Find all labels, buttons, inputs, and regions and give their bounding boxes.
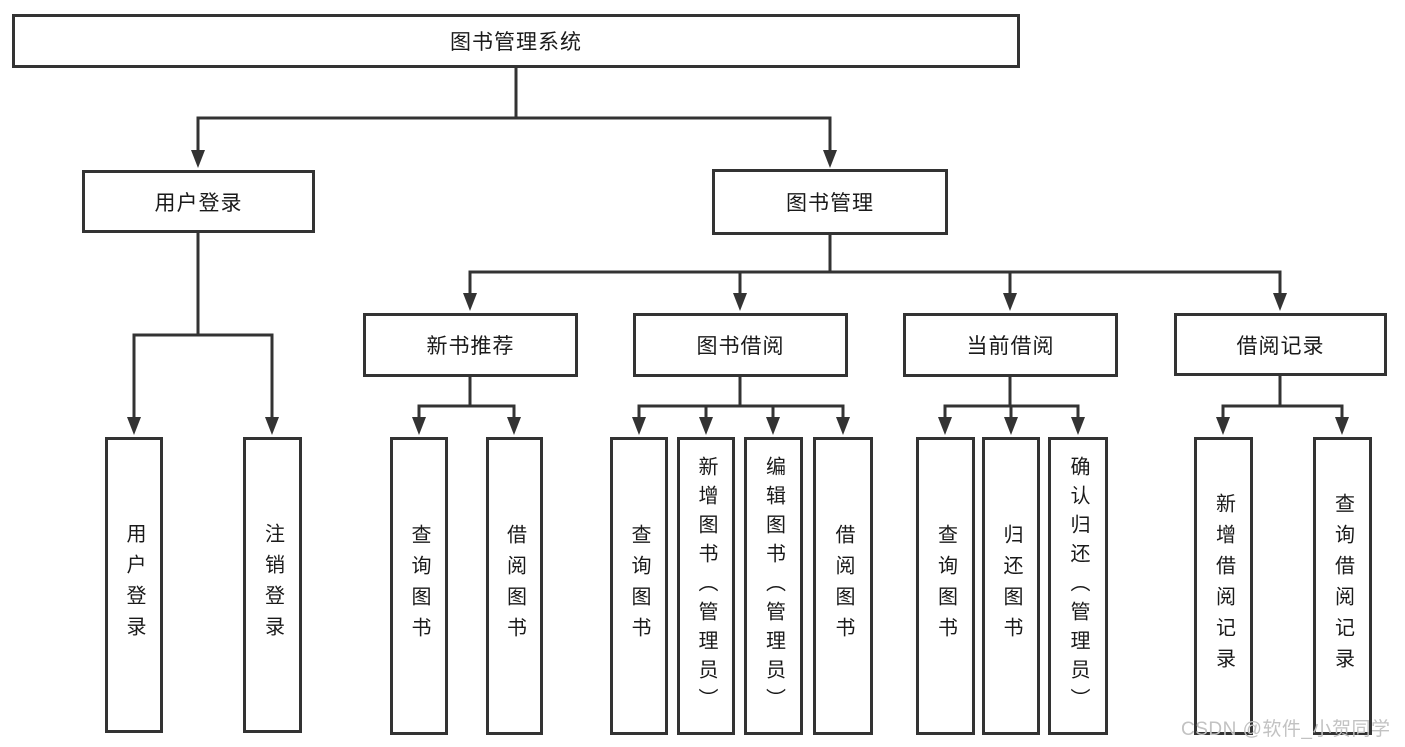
leaf-user-login: 用户登录 xyxy=(105,437,163,733)
leaf-query-borrow-record-label: 查询借阅记录 xyxy=(1331,493,1354,679)
csdn-watermark: CSDN @软件_小贺同学 xyxy=(1181,719,1391,740)
leaf-borrowing-borrow-book: 借阅图书 xyxy=(813,437,873,735)
node-current-borrowing-label: 当前借阅 xyxy=(966,335,1055,358)
leaf-current-query-book: 查询图书 xyxy=(916,437,975,735)
leaf-recommend-query-book-label: 查询图书 xyxy=(408,524,430,648)
leaf-logout: 注销登录 xyxy=(243,437,302,733)
leaf-add-borrow-record-label: 新增借阅记录 xyxy=(1212,493,1235,679)
leaf-current-query-book-label: 查询图书 xyxy=(934,524,957,648)
leaf-add-borrow-record: 新增借阅记录 xyxy=(1194,437,1253,735)
leaf-add-book-admin-label: 新增图书（管理员） xyxy=(695,455,717,717)
node-user-login-label: 用户登录 xyxy=(154,191,243,215)
leaf-user-login-label: 用户登录 xyxy=(123,523,145,647)
leaf-edit-book-admin: 编辑图书（管理员） xyxy=(744,437,803,735)
leaf-query-borrow-record: 查询借阅记录 xyxy=(1313,437,1372,735)
leaf-borrowing-query-book-label: 查询图书 xyxy=(628,524,650,648)
node-book-borrowing: 图书借阅 xyxy=(633,313,848,377)
node-book-management-label: 图书管理 xyxy=(786,192,874,215)
leaf-borrowing-query-book: 查询图书 xyxy=(610,437,668,735)
leaf-return-book: 归还图书 xyxy=(982,437,1040,735)
node-book-management: 图书管理 xyxy=(712,169,948,235)
leaf-confirm-return-admin: 确认归还（管理员） xyxy=(1048,437,1108,735)
leaf-edit-book-admin-label: 编辑图书（管理员） xyxy=(762,455,785,717)
leaf-recommend-borrow-book-label: 借阅图书 xyxy=(503,524,526,648)
leaf-return-book-label: 归还图书 xyxy=(1000,524,1022,648)
leaf-borrowing-borrow-book-label: 借阅图书 xyxy=(832,524,854,648)
arrowheads xyxy=(127,150,1349,435)
node-new-book-recommendation: 新书推荐 xyxy=(363,313,578,377)
node-root-label: 图书管理系统 xyxy=(450,31,582,54)
node-borrowing-records-label: 借阅记录 xyxy=(1236,334,1325,358)
node-root-system: 图书管理系统 xyxy=(12,14,1020,68)
node-new-book-recommendation-label: 新书推荐 xyxy=(426,335,515,358)
leaf-confirm-return-admin-label: 确认归还（管理员） xyxy=(1067,455,1089,717)
node-book-borrowing-label: 图书借阅 xyxy=(696,335,785,358)
leaf-logout-label: 注销登录 xyxy=(261,523,284,647)
node-current-borrowing: 当前借阅 xyxy=(903,313,1118,377)
leaf-recommend-query-book: 查询图书 xyxy=(390,437,448,735)
leaf-recommend-borrow-book: 借阅图书 xyxy=(486,437,543,735)
node-borrowing-records: 借阅记录 xyxy=(1174,313,1387,376)
leaf-add-book-admin: 新增图书（管理员） xyxy=(677,437,735,735)
node-user-login: 用户登录 xyxy=(82,170,315,233)
